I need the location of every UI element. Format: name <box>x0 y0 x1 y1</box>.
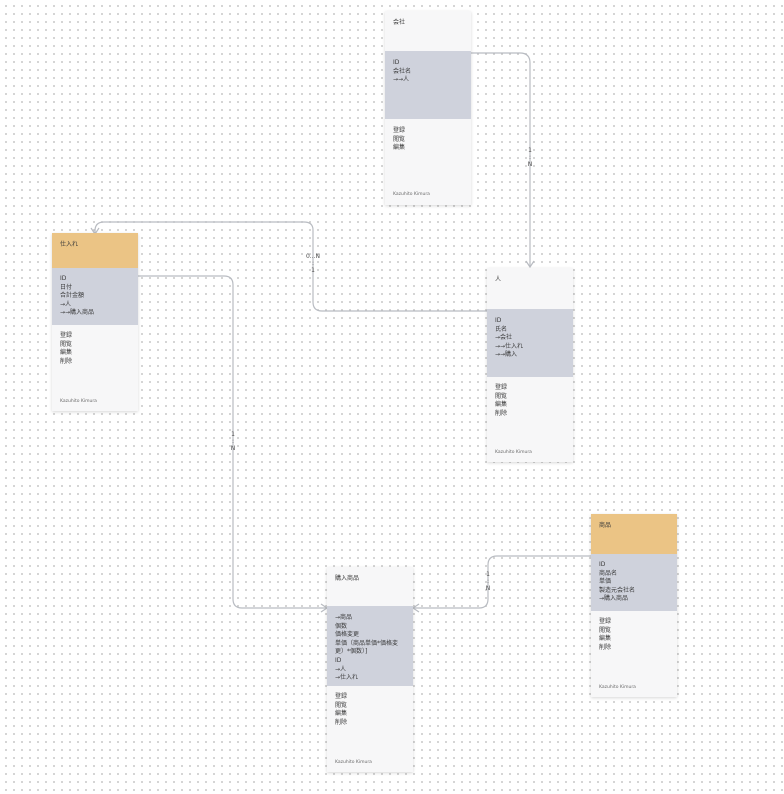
cardinality-many: N <box>527 161 533 168</box>
connector-product-item <box>414 555 591 609</box>
field-row: ID <box>495 317 502 324</box>
arrowhead-person <box>525 260 535 269</box>
field-row: 製造元会社名 <box>599 586 636 594</box>
field-row: →→購入 <box>495 351 518 359</box>
cardinality-separator: : <box>231 438 235 445</box>
action-item[interactable]: 編集 <box>393 144 406 152</box>
action-item[interactable]: 登録 <box>393 127 406 134</box>
arrowhead-item-right <box>411 603 420 613</box>
field-row: 価格変更 <box>335 631 360 639</box>
action-item[interactable]: 編集 <box>335 710 348 718</box>
field-row: 氏名 <box>495 325 508 333</box>
card-fields: ID 氏名 →会社 →→仕入れ →→購入 <box>487 309 573 377</box>
field-row: 単価 <box>599 578 612 586</box>
card-actions: 登録 閲覧 編集 削除 <box>599 618 611 652</box>
action-item[interactable]: 登録 <box>599 618 612 625</box>
cardinality-one: 1 <box>486 571 490 578</box>
action-item[interactable]: 登録 <box>60 332 73 339</box>
connector-person-purchase <box>94 221 487 312</box>
field-row: ID <box>60 275 67 282</box>
card-fields: ID 日付 合計金額 →人 →→購入商品 <box>52 268 138 325</box>
card-purchase[interactable]: 仕入れ ID 日付 合計金額 →人 →→購入商品 登録 閲覧 編集 削除 Kaz… <box>52 233 138 411</box>
action-item[interactable]: 削除 <box>495 409 508 417</box>
action-item[interactable]: 登録 <box>495 384 508 391</box>
action-item[interactable]: 閲覧 <box>495 392 508 400</box>
card-title: 仕入れ <box>60 241 79 248</box>
card-author: Kazuhito Kimura <box>335 760 372 765</box>
card-actions: 登録 閲覧 編集 削除 <box>495 384 507 418</box>
cardinality-one: 1 <box>231 431 235 438</box>
card-actions: 登録 閲覧 編集 削除 <box>60 332 72 366</box>
field-row: 合計金額 <box>60 292 85 300</box>
field-row: ID <box>335 656 342 664</box>
field-row: 会社名 <box>393 67 412 75</box>
field-row: 商品名 <box>599 569 618 577</box>
action-item[interactable]: 削除 <box>599 643 612 651</box>
field-row: →人 <box>60 300 72 308</box>
field-row: →商品 <box>335 614 353 621</box>
relation-label-person-purchase: 0...N : 1 <box>302 253 324 274</box>
cardinality-separator: : <box>528 154 532 161</box>
card-person[interactable]: 人 ID 氏名 →会社 →→仕入れ →→購入 登録 閲覧 編集 削除 Kazuh… <box>487 268 573 462</box>
field-row: →仕入れ <box>335 674 359 682</box>
action-item[interactable]: 編集 <box>599 635 612 643</box>
card-title: 購入商品 <box>335 575 360 582</box>
action-item[interactable]: 削除 <box>335 718 348 726</box>
connector-company-person <box>470 52 531 266</box>
card-fields: ID 会社名 →→人 <box>385 51 471 119</box>
cardinality-separator: : <box>311 260 315 267</box>
field-row: ID <box>599 561 606 568</box>
card-title: 会社 <box>393 19 406 26</box>
field-row: →→購入商品 <box>60 309 95 317</box>
relation-label-product-item: 1 : N <box>481 571 495 592</box>
card-header-band <box>52 233 138 268</box>
card-purchased-item[interactable]: 購入商品 →商品 個数 価格変更 単価（商品単価*価格変 更）*個数）] ID … <box>327 567 413 772</box>
field-row: →→人 <box>393 76 410 84</box>
field-row: 単価（商品単価*価格変 <box>335 639 399 647</box>
action-item[interactable]: 削除 <box>60 357 73 365</box>
field-row: →会社 <box>495 334 513 342</box>
card-product[interactable]: 商品 ID 商品名 単価 製造元会社名 →購入商品 登録 閲覧 編集 削除 Ka… <box>591 514 677 697</box>
action-item[interactable]: 閲覧 <box>393 135 406 143</box>
card-title: 商品 <box>599 522 612 529</box>
card-title: 人 <box>495 276 502 283</box>
field-row: →人 <box>335 665 347 673</box>
field-row: 日付 <box>60 283 73 291</box>
cardinality-many: N <box>485 585 491 592</box>
card-author: Kazuhito Kimura <box>60 399 97 404</box>
field-row: 個数 <box>335 622 348 630</box>
card-fields: ID 商品名 単価 製造元会社名 →購入商品 <box>591 554 677 611</box>
card-author: Kazuhito Kimura <box>393 192 430 197</box>
card-author: Kazuhito Kimura <box>495 450 532 455</box>
relation-label-purchase-item: 1 : N <box>226 431 240 452</box>
card-header-band <box>591 514 677 554</box>
card-actions: 登録 閲覧 編集 <box>393 127 405 153</box>
action-item[interactable]: 閲覧 <box>335 701 348 709</box>
card-company[interactable]: 会社 ID 会社名 →→人 登録 閲覧 編集 Kazuhito Kimura <box>385 11 471 205</box>
field-row: →購入商品 <box>599 595 629 603</box>
action-item[interactable]: 登録 <box>335 693 348 700</box>
card-actions: 登録 閲覧 編集 削除 <box>335 693 347 727</box>
card-fields: →商品 個数 価格変更 単価（商品単価*価格変 更）*個数）] ID →人 →仕… <box>327 606 413 686</box>
connector-purchase-item <box>138 275 326 609</box>
cardinality-one: 1 <box>528 147 532 154</box>
action-item[interactable]: 閲覧 <box>599 626 612 634</box>
cardinality-separator: : <box>486 578 490 585</box>
action-item[interactable]: 閲覧 <box>60 340 73 348</box>
cardinality-one: 1 <box>311 267 315 274</box>
field-row: ID <box>393 59 400 66</box>
cardinality-many: N <box>230 445 236 452</box>
field-row: →→仕入れ <box>495 342 524 350</box>
action-item[interactable]: 編集 <box>60 349 73 357</box>
action-item[interactable]: 編集 <box>495 401 508 409</box>
cardinality-many: 0...N <box>305 253 321 260</box>
relation-label-company-person: 1 : N <box>523 147 537 168</box>
field-row: 更）*個数）] <box>335 648 368 656</box>
card-author: Kazuhito Kimura <box>599 685 636 690</box>
